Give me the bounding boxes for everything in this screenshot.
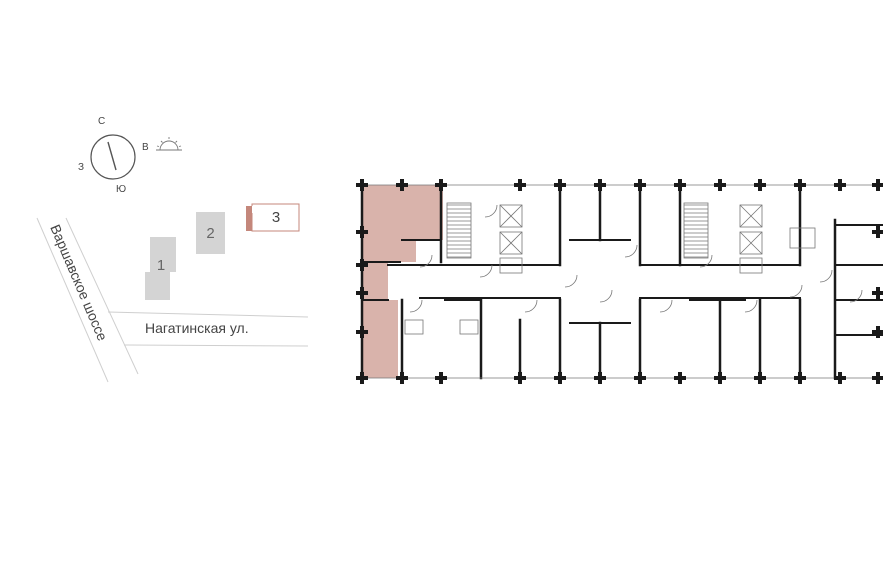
column-pillar <box>794 179 806 191</box>
wall-segment <box>739 231 763 255</box>
column-pillar <box>872 326 883 338</box>
selected-apartment[interactable] <box>362 185 443 378</box>
door-swing <box>659 299 673 313</box>
utility-room <box>404 319 424 335</box>
column-pillar <box>872 287 883 299</box>
building-3-label: 3 <box>271 209 281 226</box>
column-pillar <box>554 179 566 191</box>
column-pillar <box>356 179 368 191</box>
stair-block <box>446 202 472 259</box>
sunrise-icon <box>156 137 182 151</box>
building-1[interactable]: 1 <box>150 250 172 280</box>
column-pillar <box>554 372 566 384</box>
building-2[interactable]: 2 <box>196 212 225 254</box>
door-swing <box>699 254 713 268</box>
column-pillar <box>514 372 526 384</box>
column-pillar <box>356 287 368 299</box>
column-pillar <box>396 372 408 384</box>
elevator-shaft <box>739 204 763 228</box>
wall-segment <box>739 204 763 228</box>
building-2-label: 2 <box>206 224 215 242</box>
utility-room <box>789 227 816 249</box>
column-pillar <box>356 259 368 271</box>
elevator-shaft <box>739 257 763 274</box>
door-swing <box>599 289 613 303</box>
column-pillar <box>634 372 646 384</box>
column-pillar <box>872 226 883 238</box>
wall-segment <box>499 231 523 255</box>
door-swing <box>624 244 638 258</box>
column-pillar <box>356 372 368 384</box>
compass-south-label: Ю <box>116 184 127 195</box>
elevator-shaft <box>499 204 523 228</box>
column-pillar <box>872 179 883 191</box>
elevator-shaft <box>499 257 523 274</box>
door-swing <box>789 284 803 298</box>
elevator-shaft <box>739 231 763 255</box>
compass-west-label: З <box>78 162 85 173</box>
door-swing <box>524 299 538 313</box>
street-label: Нагатинская ул. <box>145 320 249 336</box>
column-pillar <box>674 372 686 384</box>
door-swing <box>409 299 423 313</box>
column-pillar <box>356 226 368 238</box>
column-pillar <box>514 179 526 191</box>
column-pillar <box>435 372 447 384</box>
column-pillar <box>754 372 766 384</box>
door-swing <box>564 274 578 288</box>
compass-east-label: В <box>142 142 149 153</box>
column-pillar <box>872 372 883 384</box>
column-pillar <box>634 179 646 191</box>
door-swing <box>819 269 833 283</box>
column-pillar <box>396 179 408 191</box>
stair-block <box>683 202 709 259</box>
door-swing <box>419 254 433 268</box>
building-1-label: 1 <box>156 256 166 274</box>
door-swing <box>484 204 498 218</box>
column-pillar <box>435 179 447 191</box>
elevator-shaft <box>499 231 523 255</box>
column-pillar <box>714 372 726 384</box>
column-pillar <box>674 179 686 191</box>
door-swing <box>479 264 493 278</box>
utility-room <box>459 319 479 335</box>
column-pillar <box>356 326 368 338</box>
compass-north-label: С <box>98 116 106 127</box>
column-pillar <box>834 372 846 384</box>
wall-segment <box>499 204 523 228</box>
door-swing <box>849 289 863 303</box>
column-pillar <box>834 179 846 191</box>
column-pillar <box>754 179 766 191</box>
building-3-selected[interactable]: 3 <box>257 206 295 229</box>
door-swing <box>744 299 758 313</box>
column-pillar <box>714 179 726 191</box>
column-pillar <box>594 372 606 384</box>
column-pillar <box>594 179 606 191</box>
column-pillar <box>794 372 806 384</box>
